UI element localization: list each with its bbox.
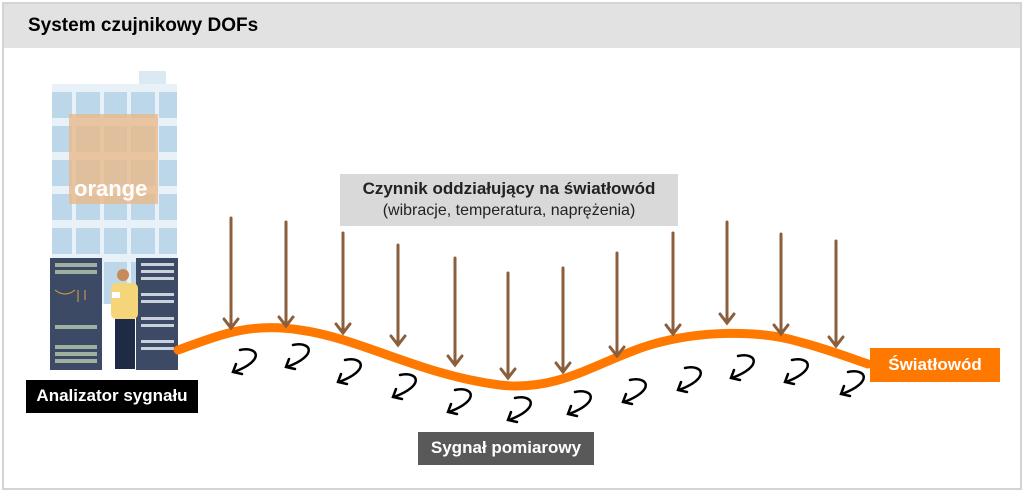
force-arrow: [222, 216, 240, 331]
building-illustration: orange: [50, 71, 178, 370]
signal-arrow: [506, 396, 532, 424]
factor-subtitle: (wibracje, temperatura, naprężenia): [382, 202, 636, 219]
technician-figure: [111, 269, 138, 369]
signal-arrow: [336, 358, 362, 386]
factor-title: Czynnik oddziałujący na światłowód: [362, 179, 656, 198]
force-arrow: [334, 231, 352, 336]
orange-logo: [69, 114, 158, 204]
signal-arrow: [284, 343, 310, 371]
signal-arrow: [231, 348, 257, 376]
signal-arrow: [391, 373, 417, 401]
force-arrow: [499, 271, 517, 381]
force-arrows: [222, 216, 845, 381]
analyzer-label: Analizator sygnału: [26, 380, 198, 413]
force-arrow: [554, 266, 572, 375]
signal-arrow: [783, 358, 809, 386]
force-arrow: [446, 256, 464, 368]
force-arrow: [772, 232, 790, 337]
fiber-cable: [173, 323, 873, 391]
svg-text:orange: orange: [74, 176, 147, 201]
fiber-label: Światłowód: [870, 348, 1000, 382]
factor-label: Czynnik oddziałujący na światłowód (wibr…: [340, 174, 678, 226]
signal-arrow: [566, 390, 592, 418]
force-arrow: [664, 231, 682, 337]
force-arrow: [827, 239, 845, 349]
server-rack-left: [50, 258, 102, 370]
signal-arrow: [621, 378, 647, 406]
signal-arrow: [839, 370, 865, 398]
signal-arrow: [676, 366, 702, 394]
diagram-title: System czujnikowy DOFs: [4, 4, 1020, 48]
signal-arrow: [729, 354, 755, 382]
force-arrow: [277, 220, 295, 329]
server-rack-right: [136, 258, 178, 370]
force-arrow: [608, 251, 626, 359]
force-arrow: [389, 243, 407, 348]
signal-label: Sygnał pomiarowy: [418, 432, 594, 465]
signal-arrow: [446, 388, 472, 416]
signal-arrows: [231, 343, 865, 424]
force-arrow: [718, 220, 736, 326]
